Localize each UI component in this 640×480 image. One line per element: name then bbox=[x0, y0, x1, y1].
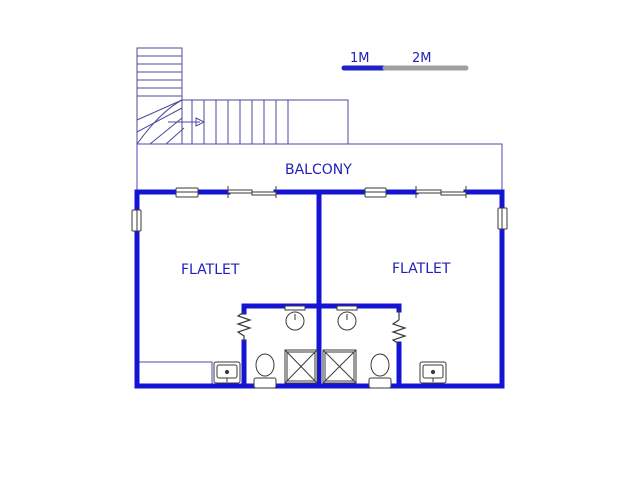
sliding-door-left-panel-2 bbox=[251, 191, 277, 196]
bathroom-door-right bbox=[391, 319, 407, 345]
showers bbox=[284, 349, 357, 384]
toilet-left-icon bbox=[255, 353, 275, 377]
walls bbox=[134, 189, 505, 389]
toilet-right-icon bbox=[370, 353, 390, 377]
stair-horizontal-flight bbox=[181, 99, 349, 145]
scale-label-2m: 2M bbox=[412, 51, 432, 66]
basin-left-icon bbox=[285, 311, 305, 331]
basin-right-counter bbox=[336, 305, 358, 311]
staircase bbox=[136, 47, 349, 145]
basin-right-icon bbox=[337, 311, 357, 331]
balcony-outline bbox=[136, 143, 503, 192]
sliding-door-right-panel-2 bbox=[440, 191, 467, 196]
sliding-door-right-panel-1 bbox=[415, 189, 442, 194]
wash-basins bbox=[284, 305, 358, 331]
toilet-right-cistern bbox=[368, 377, 392, 389]
room-label-flatlet-right: FLATLET bbox=[392, 261, 451, 277]
sliding-doors bbox=[227, 186, 467, 198]
windows bbox=[131, 187, 508, 232]
bathroom-door-left bbox=[236, 311, 252, 342]
stair-arrow-icon bbox=[195, 117, 206, 127]
room-label-balcony: BALCONY bbox=[285, 162, 352, 178]
bathroom-doors bbox=[236, 310, 407, 345]
toilets bbox=[253, 353, 392, 389]
room-label-flatlet-left: FLATLET bbox=[181, 262, 240, 278]
scale-label-1m: 1M bbox=[350, 51, 370, 66]
toilet-left-cistern bbox=[253, 377, 277, 389]
basin-left-counter bbox=[284, 305, 306, 311]
sliding-door-left-panel-1 bbox=[227, 189, 253, 194]
counter-outline bbox=[137, 361, 213, 386]
kitchen-sinks bbox=[213, 361, 447, 384]
scale-bar: 1M 2M bbox=[341, 51, 469, 71]
